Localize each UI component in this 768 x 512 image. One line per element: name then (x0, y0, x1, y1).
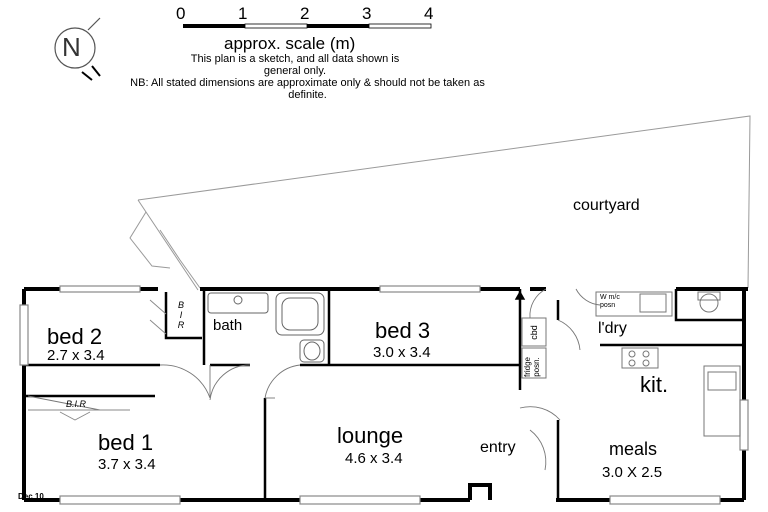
room-size-bed-3: 3.0 x 3.4 (373, 344, 431, 361)
room-label-laundry: l'dry (598, 320, 627, 337)
scale-label: approx. scale (m) (224, 34, 356, 53)
room-label-bath: bath (213, 317, 243, 334)
washer-position-label: W m/c posn (600, 294, 620, 309)
disclaimer-sketch: This plan is a sketch, and all data show… (190, 53, 400, 77)
room-label-bed-1: bed 1 (98, 430, 154, 455)
room-label-bed-3: bed 3 (375, 318, 431, 343)
entry-arrow-icon (514, 290, 526, 318)
room-label-courtyard: courtyard (573, 197, 640, 214)
disclaimer-dimensions: NB: All stated dimensions are approximat… (130, 77, 485, 101)
room-label-bed-2: bed 2 (47, 324, 103, 349)
fridge-position-label: fridge posn. (523, 357, 541, 378)
windows (19, 285, 749, 505)
kitchen-fixtures (521, 291, 741, 437)
bir-label-bed-1: B.I.R (66, 399, 87, 409)
room-size-lounge: 4.6 x 3.4 (345, 450, 403, 467)
scale-tick-0: 0 (176, 4, 186, 23)
north-compass-icon (54, 17, 101, 81)
room-label-meals: meals (609, 439, 658, 459)
room-label-entry: entry (480, 439, 516, 456)
courtyard-boundary (129, 115, 751, 291)
scale-bar (183, 23, 432, 29)
compass-letter: N (62, 32, 81, 62)
bir-label-bed-2: B I R (177, 300, 185, 330)
room-label-lounge: lounge (337, 423, 404, 448)
door-swings (27, 288, 601, 471)
scale-tick-4: 4 (424, 4, 434, 23)
cupboard-label: cbd (528, 325, 539, 340)
bath-fixtures (207, 292, 325, 363)
scale-tick-2: 2 (300, 4, 310, 23)
scale-tick-3: 3 (362, 4, 372, 23)
room-size-bed-2: 2.7 x 3.4 (47, 347, 105, 364)
room-size-meals: 3.0 X 2.5 (602, 464, 663, 481)
room-size-bed-1: 3.7 x 3.4 (98, 456, 156, 473)
date-stamp: Dec 10 (18, 492, 44, 501)
room-label-kitchen: kit. (640, 372, 669, 397)
robe-lines (28, 299, 167, 421)
scale-tick-1: 1 (238, 4, 248, 23)
